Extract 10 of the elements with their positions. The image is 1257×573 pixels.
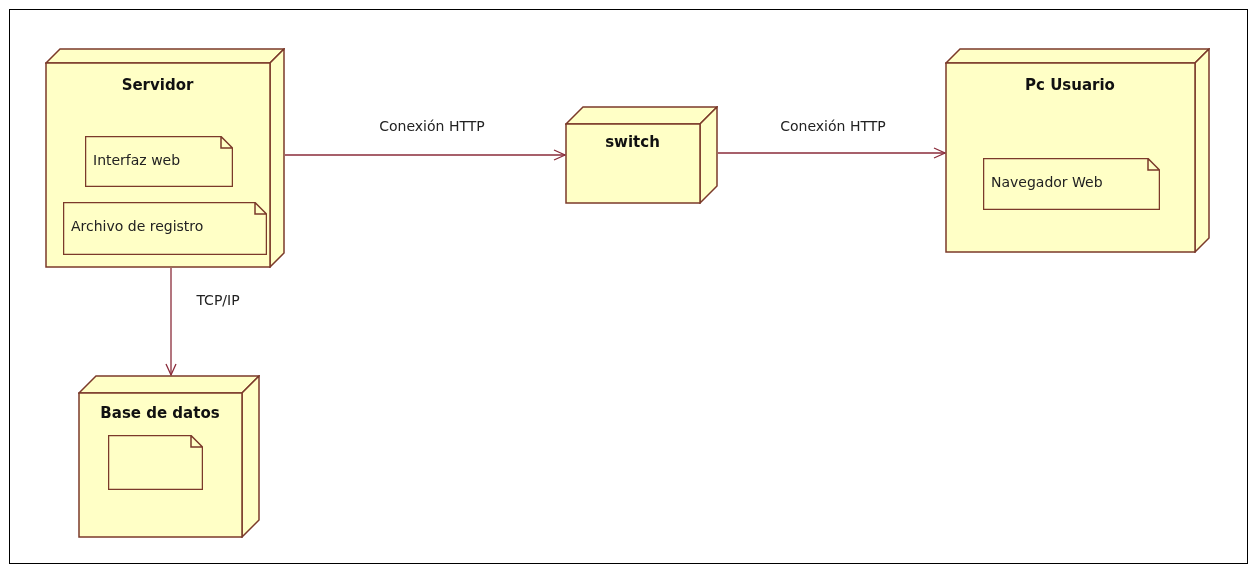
node-title: Pc Usuario [1024,75,1116,95]
node-title: Servidor [120,75,195,95]
artifact-name: Interfaz web [93,151,181,170]
artifact-name: Navegador Web [991,173,1103,192]
connector-arrow [284,149,566,161]
artifact-name: Archivo de registro [71,217,204,236]
connector-arrow [717,147,946,159]
node-title: switch [604,132,661,152]
connector-arrow [165,267,177,376]
node-title: Base de datos [99,403,221,423]
